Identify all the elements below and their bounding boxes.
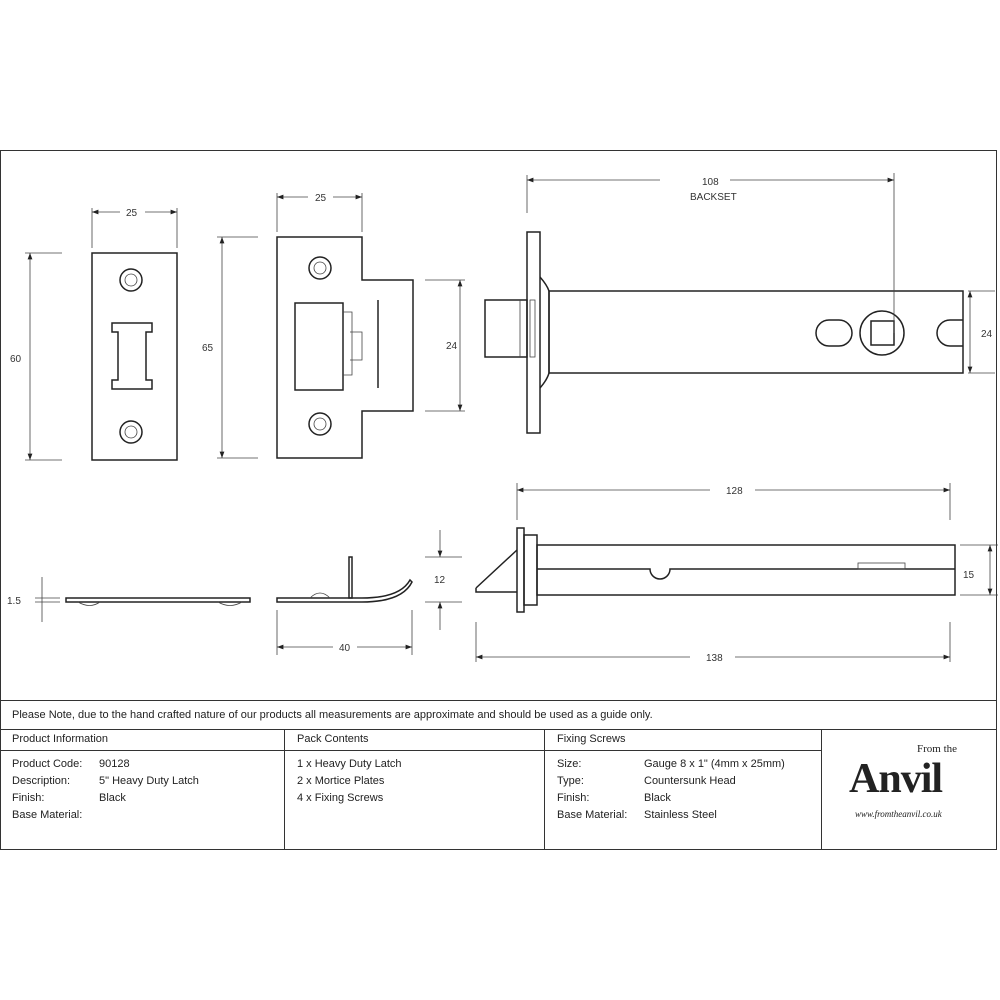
- mortice-plate-front: 25 65 24: [202, 193, 465, 459]
- strike-plate-front: 25 60: [10, 208, 178, 461]
- info-label: Finish:: [12, 792, 45, 804]
- screw-value: Stainless Steel: [644, 809, 717, 821]
- logo-url: www.fromtheanvil.co.uk: [855, 809, 942, 819]
- dim-case-thickness: 15: [963, 570, 975, 581]
- dim-overall-length: 138: [706, 653, 723, 664]
- dim-case-height: 24: [981, 329, 993, 340]
- dim-backset-label: BACKSET: [690, 192, 737, 203]
- info-value: Black: [99, 792, 126, 804]
- screw-label: Size:: [557, 758, 582, 770]
- plate-edge-views: 1.5 40 12: [7, 530, 462, 655]
- product-information: Product Information Product Code: 90128 D…: [0, 730, 285, 850]
- latch-side-view: 108 BACKSET 24: [484, 173, 995, 434]
- pack-item: 4 x Fixing Screws: [297, 792, 384, 804]
- info-label: Product Code:: [12, 758, 83, 770]
- screw-value: Countersunk Head: [644, 775, 736, 787]
- info-row: Product Code: 90128: [12, 758, 272, 775]
- screw-row: Finish: Black: [557, 792, 809, 809]
- measurement-note: Please Note, due to the hand crafted nat…: [0, 700, 997, 730]
- info-value: 90128: [99, 758, 130, 770]
- pack-contents-heading: Pack Contents: [285, 730, 544, 751]
- screw-value: Gauge 8 x 1" (4mm x 25mm): [644, 758, 785, 770]
- info-label: Description:: [12, 775, 71, 787]
- dim-plate2-width: 25: [315, 193, 327, 204]
- dim-plate2-height: 65: [202, 343, 214, 354]
- from-the-anvil-logo: From the Anvil www.fromtheanvil.co.uk: [822, 730, 997, 850]
- info-row: Base Material:: [12, 809, 272, 826]
- screw-label: Base Material:: [557, 809, 628, 821]
- logo-from-the: From the: [917, 743, 958, 755]
- dim-plate1-height: 60: [10, 354, 22, 365]
- dim-plate2-tongue: 24: [446, 341, 458, 352]
- fixing-screws: Fixing Screws Size: Gauge 8 x 1" (4mm x 2…: [545, 730, 822, 850]
- drawing-frame: [0, 150, 997, 850]
- logo-anvil: Anvil: [849, 756, 943, 802]
- screw-label: Type:: [557, 775, 584, 787]
- screw-row: Size: Gauge 8 x 1" (4mm x 25mm): [557, 758, 809, 775]
- latch-top-view: 128 138 15: [475, 483, 998, 664]
- info-value: 5" Heavy Duty Latch: [99, 775, 199, 787]
- product-information-heading: Product Information: [0, 730, 284, 751]
- fixing-screws-heading: Fixing Screws: [545, 730, 821, 751]
- info-row: Finish: Black: [12, 792, 272, 809]
- screw-row: Type: Countersunk Head: [557, 775, 809, 792]
- dim-plate-thickness: 1.5: [7, 596, 21, 607]
- dim-case-length: 128: [726, 486, 743, 497]
- dim-backset-value: 108: [702, 177, 719, 188]
- dim-plate-side-height: 12: [434, 575, 446, 586]
- screw-label: Finish:: [557, 792, 590, 804]
- pack-item: 1 x Heavy Duty Latch: [297, 758, 402, 770]
- pack-item: 2 x Mortice Plates: [297, 775, 385, 787]
- screw-value: Black: [644, 792, 671, 804]
- dim-plate1-width: 25: [126, 208, 138, 219]
- info-label: Base Material:: [12, 809, 83, 821]
- info-row: Description: 5" Heavy Duty Latch: [12, 775, 272, 792]
- screw-row: Base Material: Stainless Steel: [557, 809, 809, 826]
- dim-plate-side-width: 40: [339, 643, 351, 654]
- pack-contents: Pack Contents 1 x Heavy Duty Latch 2 x M…: [285, 730, 545, 850]
